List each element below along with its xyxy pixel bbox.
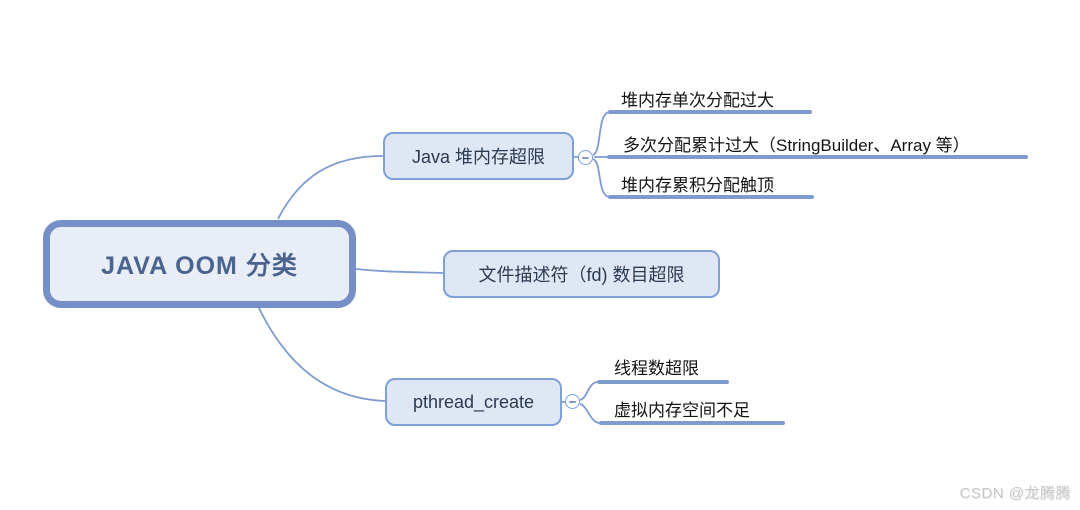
branch-node-heap[interactable]: Java 堆内存超限 [383, 132, 574, 180]
root-node-label: JAVA OOM 分类 [101, 252, 298, 280]
leaf-heap-accumulated-cap[interactable]: 堆内存累积分配触顶 [621, 176, 774, 195]
edge-pthread-to-child1 [579, 381, 599, 401]
branch-node-fd[interactable]: 文件描述符（fd) 数目超限 [443, 250, 720, 298]
branch-node-fd-label: 文件描述符（fd) 数目超限 [478, 265, 685, 285]
minus-icon [582, 156, 589, 159]
branch-node-heap-label: Java 堆内存超限 [411, 147, 546, 167]
edge-heap-to-child3 [592, 158, 610, 198]
edge-pthread-to-child2 [579, 403, 601, 424]
edge-root-to-heap [277, 155, 384, 220]
csdn-watermark: CSDN @龙腾腾 [959, 485, 1071, 502]
edge-heap-to-child1 [592, 111, 610, 156]
edge-root-to-fd [355, 268, 444, 274]
minus-icon [569, 400, 576, 403]
leaf-thread-count-limit[interactable]: 线程数超限 [614, 359, 699, 378]
branch-node-pthread-label: pthread_create [412, 391, 535, 412]
edge-root-to-pthread [258, 307, 386, 402]
collapse-button-pthread[interactable] [565, 394, 580, 409]
leaf-virtual-memory-insufficient[interactable]: 虚拟内存空间不足 [614, 401, 750, 420]
branch-node-pthread[interactable]: pthread_create [385, 378, 562, 426]
leaf-heap-single-alloc[interactable]: 堆内存单次分配过大 [621, 91, 774, 110]
root-node-java-oom[interactable]: JAVA OOM 分类 [43, 220, 356, 308]
leaf-heap-cumulative-alloc[interactable]: 多次分配累计过大（StringBuilder、Array 等） [623, 136, 970, 155]
collapse-button-heap[interactable] [578, 150, 593, 165]
